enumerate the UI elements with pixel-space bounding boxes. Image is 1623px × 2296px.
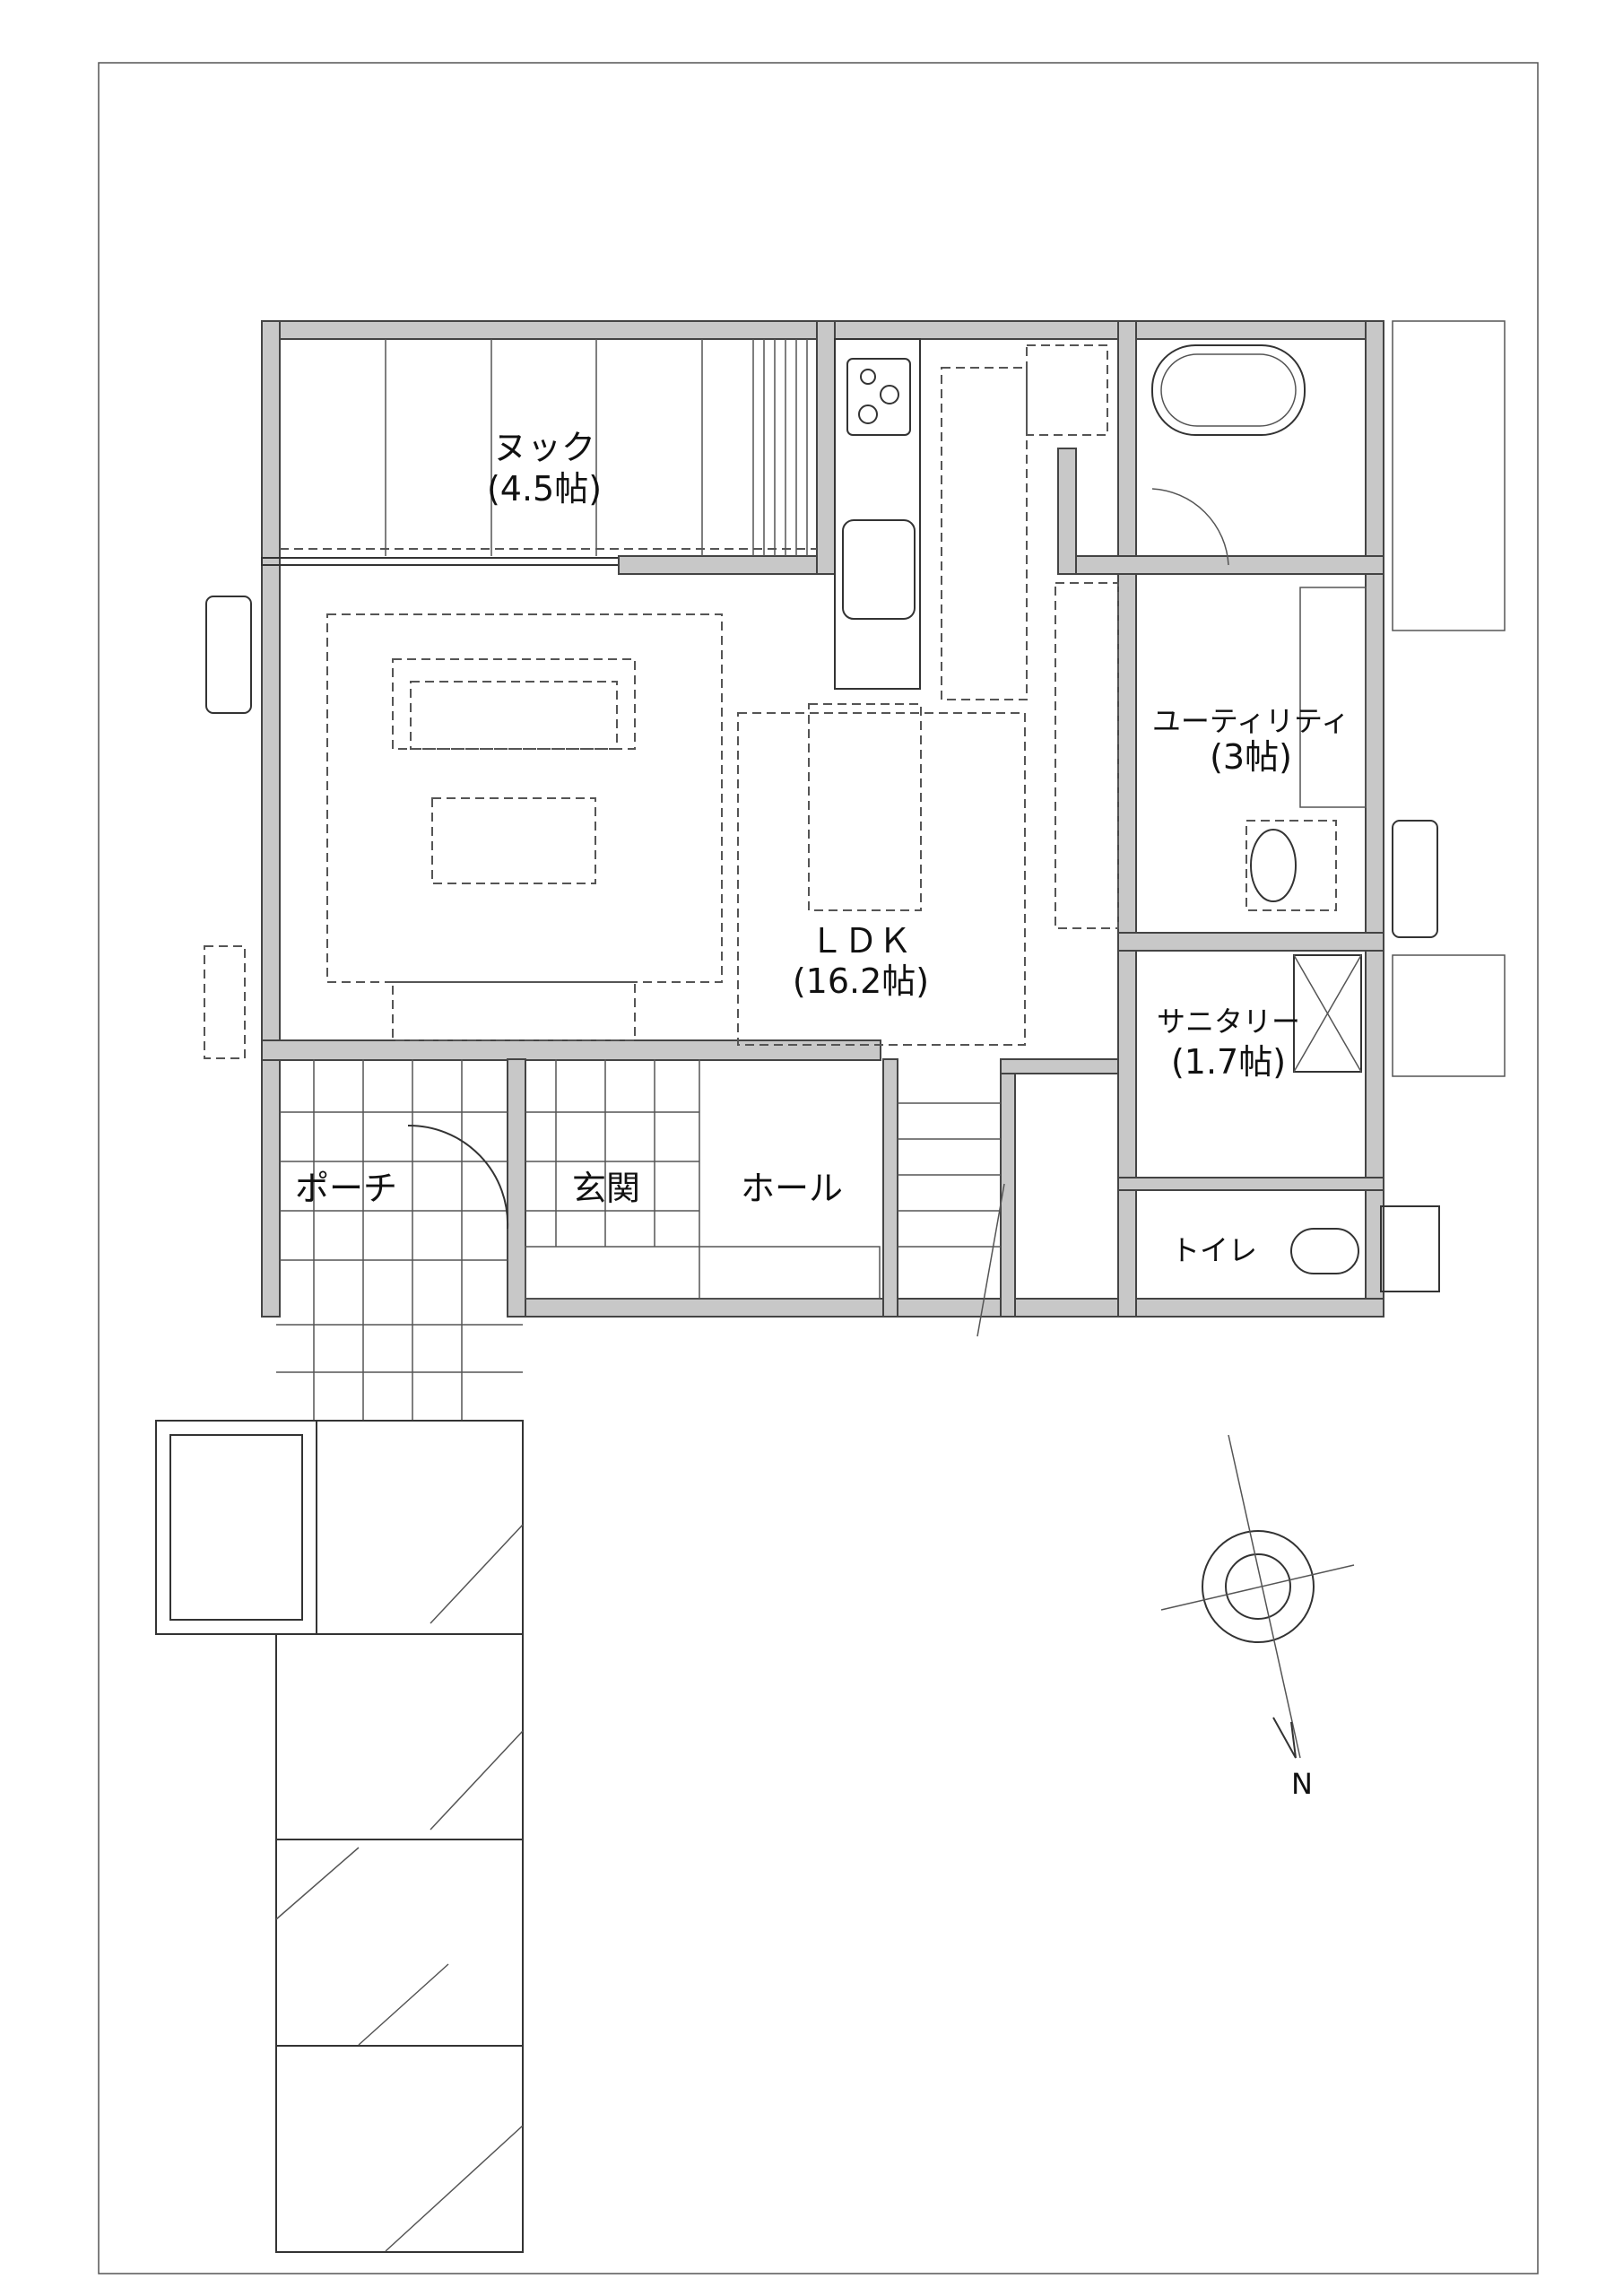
ldk-furniture — [326, 582, 1119, 1046]
compass-icon: N — [1160, 1434, 1355, 1801]
nook-tatami — [280, 339, 817, 556]
washbasin-icon — [1250, 829, 1297, 902]
room-name-sanitary: サニタリー — [1157, 1004, 1300, 1039]
room-name-utility: ユーティリティ — [1152, 704, 1350, 738]
sink-icon — [842, 519, 916, 620]
stairs — [898, 1102, 1005, 1337]
kitchen-counter — [834, 338, 1108, 700]
room-size-nook: (4.5帖) — [487, 469, 602, 509]
tile-floors — [276, 1059, 881, 1421]
toilet-icon — [1290, 1228, 1359, 1274]
sanitary-fixtures — [1290, 954, 1362, 1274]
room-size-ldk: (16.2帖) — [793, 961, 929, 1001]
room-name-entrance: 玄関 — [572, 1169, 640, 1208]
bathroom — [1151, 344, 1306, 566]
compass-north-label: N — [1291, 1767, 1313, 1801]
bathtub-icon — [1151, 344, 1306, 436]
entrance-door — [407, 1124, 509, 1230]
room-name-porch: ポーチ — [295, 1169, 397, 1208]
room-name-nook: ヌック — [493, 428, 595, 467]
room-name-toilet: トイレ — [1171, 1233, 1257, 1267]
site-boundary — [98, 62, 1539, 2274]
room-name-hall: ホール — [741, 1169, 843, 1208]
room-size-utility: (3帖) — [1210, 737, 1292, 777]
room-size-sanitary: (1.7帖) — [1171, 1042, 1286, 1082]
stove-icon — [846, 358, 911, 436]
stepping-pads — [155, 1420, 524, 2253]
utility-fixtures — [1245, 587, 1367, 911]
room-name-ldk: ＬＤＫ — [810, 921, 912, 961]
outdoor-equipment — [204, 320, 1506, 1292]
building — [261, 320, 1384, 1318]
